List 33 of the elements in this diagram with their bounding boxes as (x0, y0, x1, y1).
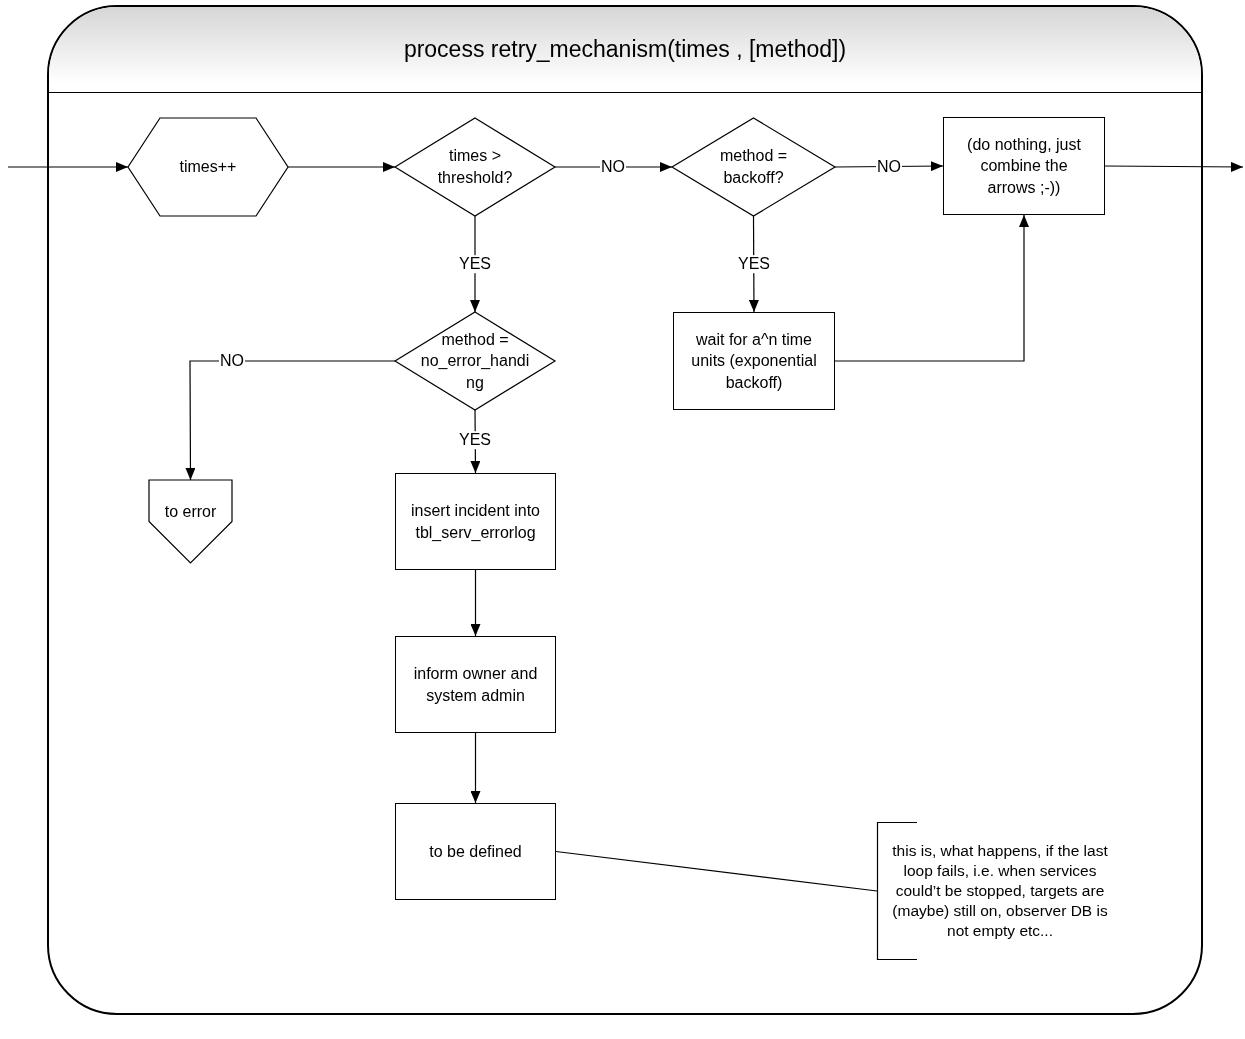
node-label: method = no_error_handing (419, 329, 531, 393)
off-page-connector (149, 480, 232, 563)
node-label: inform owner and system admin (412, 663, 539, 706)
arrow (834, 214, 1029, 362)
decision-diamond (395, 118, 555, 216)
process-box (943, 117, 1105, 215)
node-label: times > threshold? (436, 146, 514, 188)
process-box (395, 636, 556, 733)
edge-label: YES (458, 255, 492, 273)
decision-diamond (395, 312, 555, 410)
process-box (673, 312, 835, 410)
preparation-hexagon (128, 118, 288, 216)
arrow (7, 162, 129, 172)
edge-label: YES (458, 431, 492, 449)
edge-label: YES (737, 255, 771, 273)
arrow (1104, 161, 1244, 172)
node-label: method = backoff? (718, 146, 789, 188)
node-label: (do nothing, just combine the arrows ;-)) (966, 134, 1082, 198)
arrow (287, 162, 396, 172)
annotation-text: this is, what happens, if the last loop fails, i.e. when services could’t be stopped, targets are (maybe) still on, observer DB is not empty etc... (891, 840, 1109, 942)
arrow (185, 360, 396, 481)
decision-diamond (672, 118, 835, 216)
process-box (395, 803, 556, 900)
leader-line (555, 850, 878, 892)
process-title: process retry_mechanism(times , [method]) (403, 36, 847, 63)
arrow (470, 732, 481, 804)
node-label: times++ (178, 157, 238, 178)
arrow (470, 569, 481, 637)
node-label: wait for a^n time units (exponential backoff) (690, 329, 818, 393)
node-label: to be defined (428, 841, 523, 862)
node-label: insert incident into tbl_serv_errorlog (410, 500, 541, 543)
process-box (395, 473, 556, 570)
node-label: to error (163, 501, 218, 522)
